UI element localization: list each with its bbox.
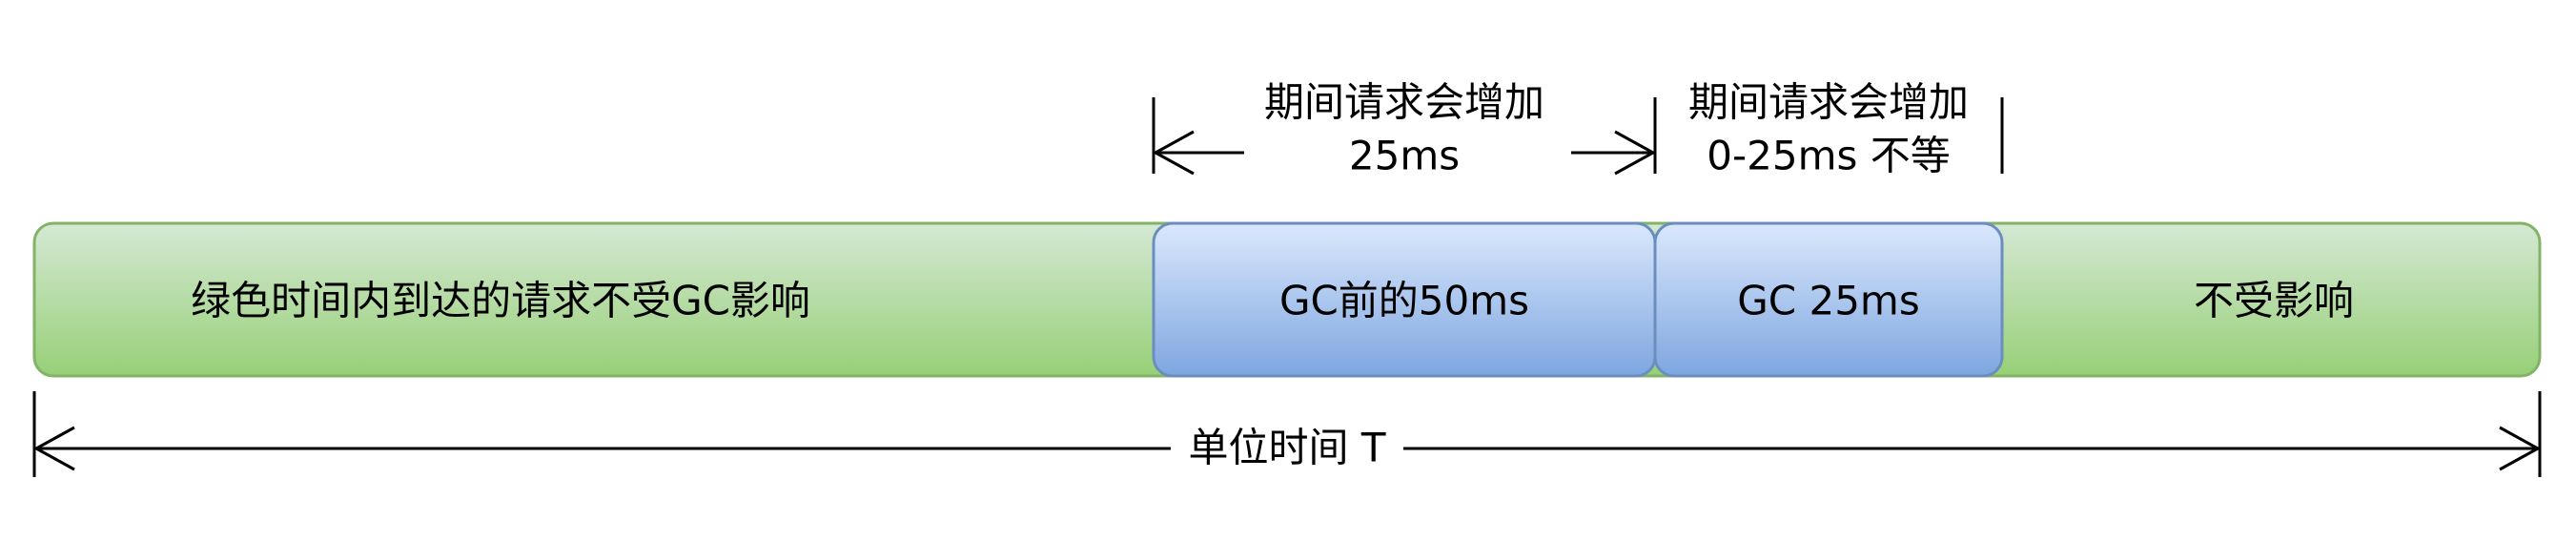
pre-gc-label: GC前的50ms: [1279, 278, 1529, 324]
gc-annotation-line1: 期间请求会增加: [1688, 79, 1969, 126]
green-left-label: 绿色时间内到达的请求不受GC影响: [191, 278, 810, 324]
green-right-label: 不受影响: [2194, 278, 2354, 324]
unit-time-label: 单位时间 T: [1188, 425, 1385, 471]
gc-block: [1653, 221, 2004, 378]
pre-gc-annotation-line1: 期间请求会增加: [1264, 79, 1544, 126]
gc-label: GC 25ms: [1737, 278, 1919, 324]
unit-time-axis: [32, 391, 2542, 477]
gc-annotation-line2: 0-25ms 不等: [1707, 133, 1950, 179]
pre-gc-annotation-line2: 25ms: [1349, 133, 1460, 179]
pre-gc-duration-bracket: [1152, 97, 1657, 176]
gc-duration-bracket: [1653, 97, 2004, 174]
